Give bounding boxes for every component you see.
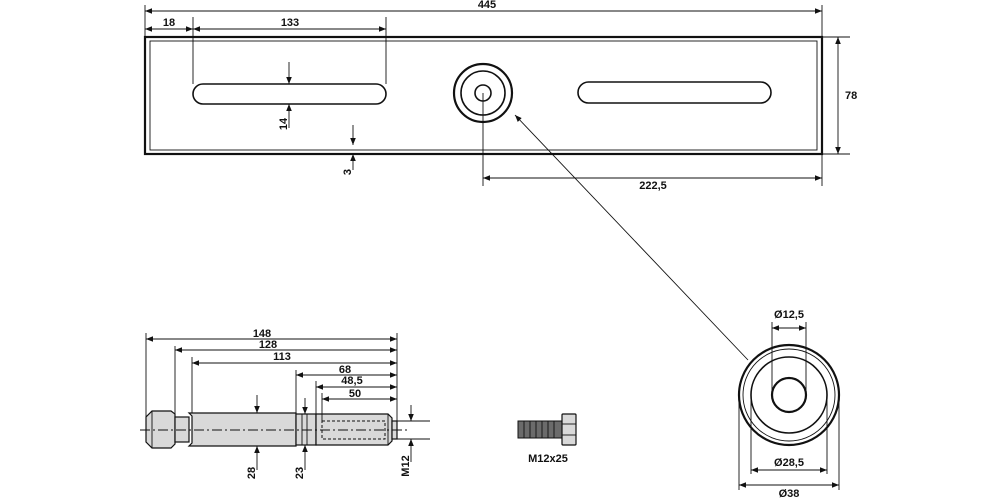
plate-view — [143, 35, 824, 156]
dim-label-3: 3 — [342, 169, 354, 175]
dim-label-m12: M12 — [400, 455, 412, 476]
hole-detail: Ø12,5 Ø28,5 Ø38 — [737, 309, 841, 500]
slot-left — [192, 83, 387, 105]
dim-label-133: 133 — [281, 17, 299, 29]
detail-inner-hole — [770, 376, 808, 414]
dim-label-d12-5: Ø12,5 — [774, 309, 804, 321]
pin-groove — [174, 416, 190, 443]
pin-shaft — [187, 412, 297, 447]
detail-outer-ring — [742, 348, 836, 442]
slot-right — [577, 81, 772, 104]
detail-counterbore — [750, 356, 828, 434]
dim-label-28: 28 — [246, 467, 258, 479]
pin-dimensions: 148 128 113 68 48,5 50 28 23 M — [145, 328, 430, 479]
bolt-head — [561, 413, 577, 446]
plate-outline — [143, 35, 824, 156]
bolt-shank — [517, 420, 563, 439]
dim-label-128: 128 — [259, 339, 277, 351]
pin-view — [140, 410, 410, 449]
plate-dimensions: 445 18 133 14 3 78 222,5 — [144, 0, 857, 192]
plate-inner-edge — [149, 40, 818, 151]
dim-label-d38: Ø38 — [779, 488, 800, 500]
detail-outer-circle — [737, 343, 841, 447]
dim-label-d28-5: Ø28,5 — [774, 457, 804, 469]
detail-leader-line — [514, 114, 749, 361]
dim-label-445: 445 — [478, 0, 496, 11]
dim-label-78: 78 — [845, 90, 857, 102]
dim-label-23: 23 — [294, 467, 306, 479]
dim-label-48-5: 48,5 — [341, 375, 362, 387]
dim-label-148: 148 — [253, 328, 271, 340]
pin-collar — [295, 413, 317, 446]
dim-label-14: 14 — [278, 117, 290, 130]
bolt-label: M12x25 — [528, 453, 568, 465]
pin-head — [145, 410, 176, 449]
dim-label-113: 113 — [273, 351, 291, 363]
dim-label-50: 50 — [349, 388, 361, 400]
pin-threaded-end — [315, 413, 393, 446]
bolt: M12x25 — [517, 413, 577, 465]
dim-label-222-5: 222,5 — [639, 180, 667, 192]
dim-label-18: 18 — [163, 17, 175, 29]
dim-label-68: 68 — [339, 364, 351, 376]
